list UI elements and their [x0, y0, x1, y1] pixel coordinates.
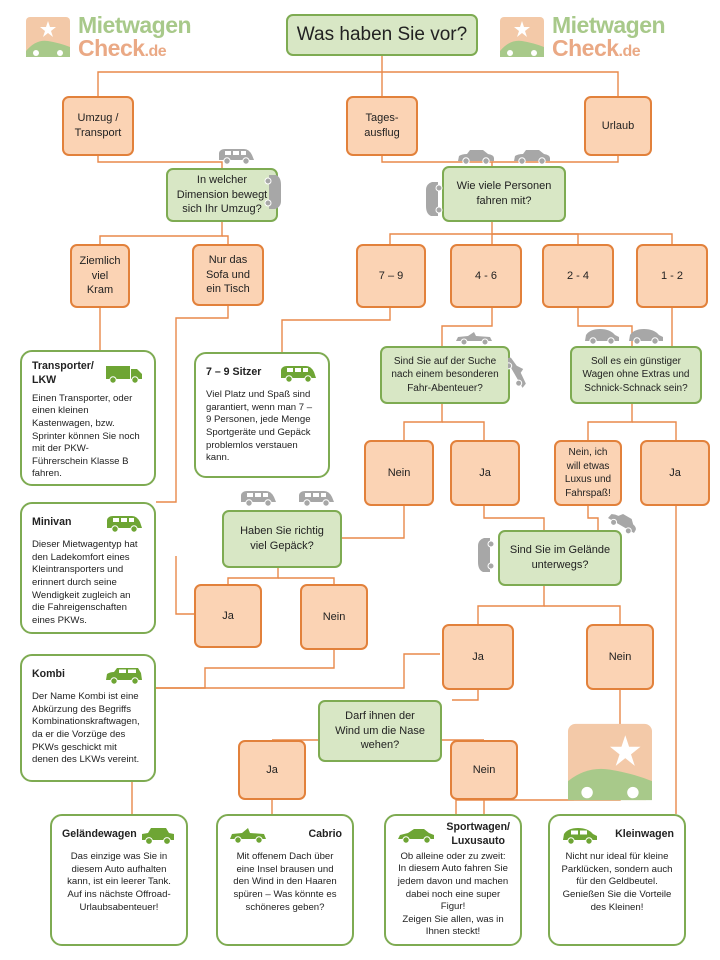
result-kombi: Kombi Der Name Kombi ist eine Abkürzung … — [20, 654, 156, 782]
smallcar-grey-icon — [629, 329, 663, 345]
result-title: 7 – 9 Sitzer — [206, 366, 262, 379]
logo-line1: Mietwagen — [78, 12, 192, 38]
car-rotated-grey-icon — [264, 175, 281, 209]
option-umzug: Umzug / Transport — [62, 96, 134, 156]
option-gepaeck-ja: Ja — [194, 584, 262, 648]
minivan-green-icon — [107, 516, 142, 533]
option-wind-ja: Ja — [238, 740, 306, 800]
title-box: Was haben Sie vor? — [286, 14, 478, 56]
result-transporter: Transporter/ LKW Einen Transporter, oder… — [20, 350, 156, 486]
logo-line1: Mietwagen — [552, 12, 666, 38]
logo-right: Mietwagen Check.de — [500, 12, 666, 61]
result-minivan: Minivan Dieser Mietwagentyp hat den Lade… — [20, 502, 156, 634]
result-title: Transporter/ LKW — [32, 360, 94, 386]
option-viel-kram: Ziemlich viel Kram — [70, 244, 130, 308]
logo-left: Mietwagen Check.de — [26, 12, 192, 61]
car-rotated-grey-icon — [478, 538, 495, 572]
sedan-grey-icon — [514, 150, 550, 165]
logo-icon — [26, 17, 70, 57]
option-gelaende-nein: Nein — [586, 624, 654, 690]
option-luxus-nein: Nein, ich will etwas Luxus und Fahrspaß! — [554, 440, 622, 506]
result-7-9-sitzer: 7 – 9 Sitzer Viel Platz und Spaß sind ga… — [194, 352, 330, 478]
option-4-6: 4 - 6 — [450, 244, 522, 308]
result-title: Cabrio — [308, 828, 342, 841]
option-gelaende-ja: Ja — [442, 624, 514, 690]
option-gepaeck-nein: Nein — [300, 584, 368, 650]
option-guenstig-ja: Ja — [640, 440, 710, 506]
option-abenteuer-nein: Nein — [364, 440, 434, 506]
result-text: Ob alleine oder zu zweit: In diesem Auto… — [397, 850, 509, 938]
question-guenstig: Soll es ein günstiger Wagen ohne Extras … — [570, 346, 702, 404]
logo-tld: .de — [144, 43, 167, 60]
minivan-grey-icon — [219, 149, 254, 165]
result-gelaendewagen: Geländewagen Das einzige was Sie in dies… — [50, 814, 188, 946]
result-text: Viel Platz und Spaß sind garantiert, wen… — [206, 389, 313, 464]
convertible-grey-icon — [456, 332, 492, 346]
result-text: Nicht nur ideal für kleine Parklücken, s… — [561, 851, 673, 913]
truck-green-icon — [106, 365, 142, 384]
option-abenteuer-ja: Ja — [450, 440, 520, 506]
result-sportwagen: Sportwagen/ Luxusauto Ob alleine oder zu… — [384, 814, 522, 946]
minivan-green-icon — [281, 366, 316, 383]
result-text: Mit offenem Dach über eine Insel brausen… — [233, 851, 337, 913]
option-tagesausflug: Tages- ausflug — [346, 96, 418, 156]
suv-green-icon — [142, 828, 174, 845]
option-7-9: 7 – 9 — [356, 244, 426, 308]
question-personen: Wie viele Personen fahren mit? — [442, 166, 566, 222]
result-title: Kombi — [32, 668, 65, 681]
minivan-grey-icon — [241, 491, 276, 507]
result-title: Minivan — [32, 516, 72, 529]
result-title: Geländewagen — [62, 828, 137, 841]
result-cabrio: Cabrio Mit offenem Dach über eine Insel … — [216, 814, 354, 946]
question-gepaeck: Haben Sie richtig viel Gepäck? — [222, 510, 342, 568]
result-text: Der Name Kombi ist eine Abkürzung des Be… — [32, 691, 140, 766]
question-abenteuer: Sind Sie auf der Suche nach einem besond… — [380, 346, 510, 404]
logo-line2: Check — [78, 35, 145, 61]
result-text: Das einzige was Sie in diesem Auto aufha… — [67, 851, 171, 913]
result-text: Dieser Mietwagentyp hat den Ladekomfort … — [32, 539, 138, 626]
option-sofa: Nur das Sofa und ein Tisch — [192, 244, 264, 306]
logo-tld: .de — [618, 43, 641, 60]
smallcar-grey-icon — [585, 329, 619, 345]
option-wind-nein: Nein — [450, 740, 518, 800]
car-rotated-grey-icon — [426, 182, 443, 216]
convertible-green-icon — [230, 828, 266, 844]
logo-badge-icon — [568, 723, 652, 801]
minivan-grey-icon — [299, 491, 334, 507]
option-2-4: 2 - 4 — [542, 244, 614, 308]
question-dimension: In welcher Dimension bewegt sich Ihr Umz… — [166, 168, 278, 222]
option-urlaub: Urlaub — [584, 96, 652, 156]
result-text: Einen Transporter, oder einen kleinen Ka… — [32, 392, 140, 480]
car-rotated-grey-icon — [608, 513, 636, 535]
sportscar-green-icon — [398, 828, 434, 844]
result-title: Sportwagen/ Luxusauto — [446, 821, 510, 847]
smallcar-green-icon — [563, 828, 597, 845]
result-title: Kleinwagen — [615, 828, 674, 841]
question-wind: Darf ihnen der Wind um die Nase wehen? — [318, 700, 442, 762]
car-rotated-grey-icon — [508, 357, 526, 388]
question-gelaende: Sind Sie im Gelände unterwegs? — [498, 530, 622, 586]
station-wagon-green-icon — [106, 668, 142, 685]
sedan-grey-icon — [458, 150, 494, 165]
result-kleinwagen: Kleinwagen Nicht nur ideal für kleine Pa… — [548, 814, 686, 946]
option-1-2: 1 - 2 — [636, 244, 708, 308]
logo-icon — [500, 17, 544, 57]
logo-line2: Check — [552, 35, 619, 61]
